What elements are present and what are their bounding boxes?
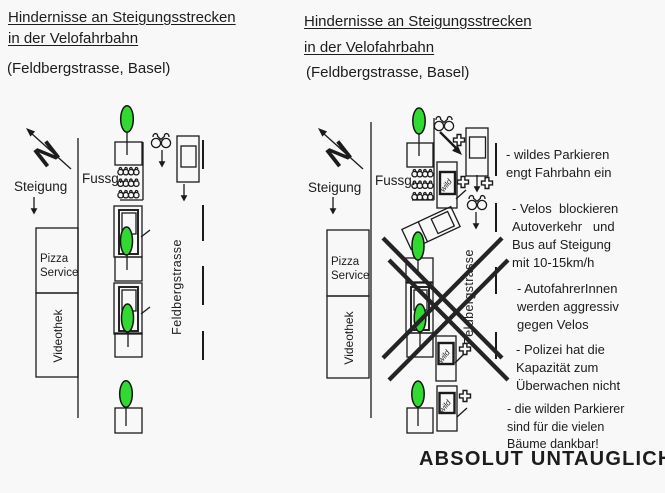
right-title-line1: Hindernisse an Steigungsstrecken (304, 13, 532, 30)
annotation-thankful-parkers: - die wilden Parkierer sind für die viel… (507, 401, 624, 454)
street-car-icon (176, 135, 200, 183)
steigung-label: Steigung (14, 179, 67, 194)
tree-planter-box (406, 142, 434, 168)
north-letter: N (320, 135, 357, 174)
cross-marker-icon (456, 175, 470, 189)
videothek-box (35, 292, 79, 378)
tree-planter-box (114, 141, 143, 166)
annotation-line: gegen Velos (517, 317, 589, 332)
tree-planter-box (406, 407, 434, 434)
tree-icon (411, 231, 425, 273)
left-title-line2: in der Velofahrbahn (8, 30, 139, 47)
cross-marker-icon (480, 176, 494, 190)
leader-tick (140, 306, 151, 315)
tree-planter-box (114, 256, 143, 282)
down-arrow-icon (472, 174, 482, 194)
annotation-police-capacity: - Polizei hat die Kapazität zum Überwach… (516, 341, 620, 395)
right-panel-diagram: N Steigung Pizza Service Videothek Fussg… (308, 107, 510, 434)
tree-icon (119, 226, 134, 270)
pizza-label: Pizza (331, 256, 360, 268)
annotation-line: werden aggressiv (517, 299, 619, 314)
annotation-velos-block: - Velos blockieren Autoverkehr und Bus a… (512, 200, 618, 272)
bike-icon (421, 191, 434, 201)
bike-icon (411, 191, 424, 201)
service-label: Service (40, 267, 78, 279)
bike-icon (127, 178, 140, 188)
annotation-line: Kapazität zum (516, 360, 599, 375)
left-panel-subtitle: (Feldbergstrasse, Basel) (7, 60, 171, 77)
bike-icon (127, 189, 140, 199)
tree-planter-box (114, 407, 143, 434)
annotation-line: mit 10-15km/h (512, 255, 595, 270)
north-letter: N (28, 135, 65, 174)
annotation-line: - wildes Parkieren (506, 147, 610, 162)
down-arrow-icon (471, 211, 481, 231)
annotation-line: Autoverkehr und (512, 219, 615, 234)
fussg-label: Fussg. (82, 171, 123, 186)
annotation-aggressive-drivers: - AutofahrerInnen werden aggressiv gegen… (517, 280, 619, 334)
street-bike-icon (466, 194, 488, 211)
down-arrow-icon (179, 183, 189, 203)
steigung-label: Steigung (308, 180, 361, 195)
tree-icon (119, 105, 135, 155)
steigung-arrow-icon (29, 196, 39, 216)
big-x-mark (381, 236, 510, 382)
tree-icon (120, 303, 135, 347)
pizza-label: Pizza (40, 253, 69, 265)
bike-icon (421, 180, 434, 190)
annotation-line: - Polizei hat die (516, 342, 605, 357)
annotation-wild-parking: - wildes Parkieren engt Fahrbahn ein (506, 146, 612, 182)
steigung-arrow-icon (328, 196, 338, 216)
tree-icon (411, 380, 425, 426)
north-arrow-icon: N (318, 128, 364, 174)
bike-icon (421, 168, 434, 178)
annotation-line: sind für die vielen (507, 419, 605, 434)
right-panel-subtitle: (Feldbergstrasse, Basel) (306, 64, 470, 81)
videothek-label: Videothek (342, 310, 356, 364)
left-panel-diagram: N Steigung Pizza Service Videothek Fussg… (14, 105, 204, 434)
diagonal-parked-car-icon (401, 205, 461, 251)
service-label: Service (331, 270, 369, 282)
videothek-box (326, 295, 370, 379)
cross-marker-icon (458, 389, 472, 403)
right-panel-title: Hindernisse an Steigungsstrecken in der … (304, 12, 532, 57)
leader-tick (456, 407, 468, 418)
down-arrow-icon (157, 149, 167, 169)
annotation-line: Bäume dankbar! (507, 437, 599, 451)
bike-icon (117, 189, 130, 199)
leader-tick (455, 189, 467, 200)
street-bike-icon (150, 132, 172, 149)
tree-icon (412, 107, 426, 156)
right-title-line2: in der Velofahrbahn (304, 39, 435, 56)
annotation-line: - Velos blockieren (512, 201, 619, 216)
leader-tick (454, 353, 465, 364)
north-arrow-icon: N (26, 128, 72, 174)
left-panel-title: Hindernisse an Steigungsstrecken in der … (8, 8, 236, 48)
annotation-line: - die wilden Parkierer (507, 402, 625, 416)
annotation-line: Bus auf Steigung (512, 237, 612, 252)
tree-icon (118, 380, 134, 426)
verdict-label: ABSOLUT UNTAUGLICH (419, 448, 665, 470)
bike-icon (127, 166, 140, 176)
annotation-line: - AutofahrerInnen (517, 281, 618, 296)
street-bike-icon (433, 115, 455, 132)
left-title-line1: Hindernisse an Steigungsstrecken (8, 9, 236, 26)
cross-marker-icon (452, 133, 466, 147)
annotation-line: engt Fahrbahn ein (506, 165, 612, 180)
street-car-icon (465, 127, 489, 177)
wild-parked-car-icon: wild (435, 335, 465, 382)
annotation-line: Überwachen nicht (516, 378, 621, 393)
videothek-label: Videothek (51, 308, 65, 362)
street-name-label: Feldbergstrasse (170, 239, 184, 335)
swerve-arrow-icon (439, 131, 462, 155)
fussg-label: Fussg. (375, 173, 416, 188)
leader-tick (140, 229, 151, 238)
